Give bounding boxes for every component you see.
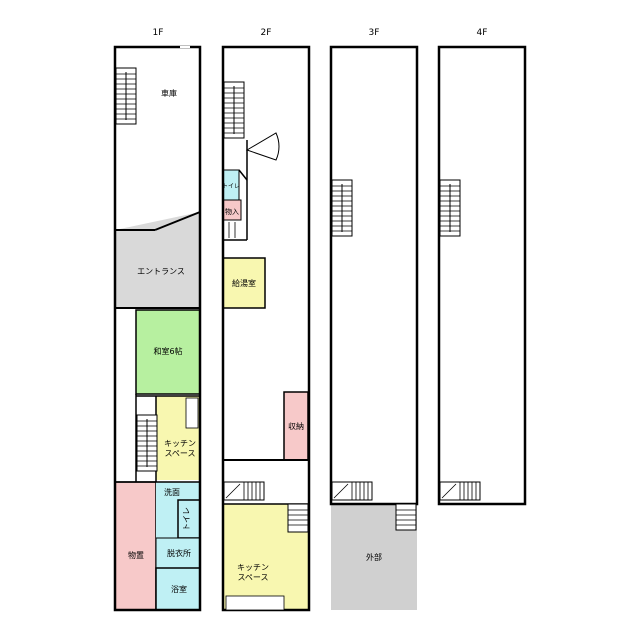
datsuijo-room [155,537,201,569]
kitchen-2f-label-1: キッチン [237,563,269,572]
floor-3f: 外部 [329,45,419,610]
floor-1f: 車庫 エントランス 和室6帖 キッチン スペース 洗面 トイレ 脱衣所 浴室 物… [113,45,202,612]
outer-wall-3f [329,45,419,506]
washitsu-room [135,309,201,395]
garage-label: 車庫 [161,88,177,98]
floor-label-2f: 2F [261,28,272,38]
outer-wall-1f [113,45,202,612]
kitchen-1f-label-2: スペース [164,449,195,458]
floor-4f [437,45,527,506]
kitchen-1f-label-1: キッチン [164,439,196,448]
floor-label-4f: 4F [477,28,488,38]
washitsu-label: 和室6帖 [153,346,182,356]
yokushitsu-label: 浴室 [171,584,187,594]
floor-label-3f: 3F [369,28,380,38]
monooki-room [114,481,157,611]
kitchen-2f-label-2: スペース [237,573,268,582]
kyutoshitsu-label: 給湯室 [232,278,256,288]
monooki-label: 物置 [128,550,144,560]
senmen-room [156,482,200,500]
toilet-1f-label: トイレ [182,507,191,531]
senmen-label: 洗面 [164,487,180,497]
monoire-label: 物入 [225,207,239,216]
yokushitsu-room [155,567,201,611]
floor-2f: トイレ 物入 給湯室 収納 キッチン スペース [221,45,311,612]
senmen-toilet-side [156,500,178,538]
gaibu-label: 外部 [366,552,382,562]
entrance-label: エントランス [137,267,185,276]
toilet-2f-label: トイレ [222,183,240,190]
entrance-area [115,212,200,308]
datsuijo-label: 脱衣所 [167,548,191,558]
floor-label-1f: 1F [153,28,164,38]
shuno-label: 収納 [288,421,304,431]
kyutoshitsu-room [222,257,266,309]
outer-wall-4f [437,45,527,506]
